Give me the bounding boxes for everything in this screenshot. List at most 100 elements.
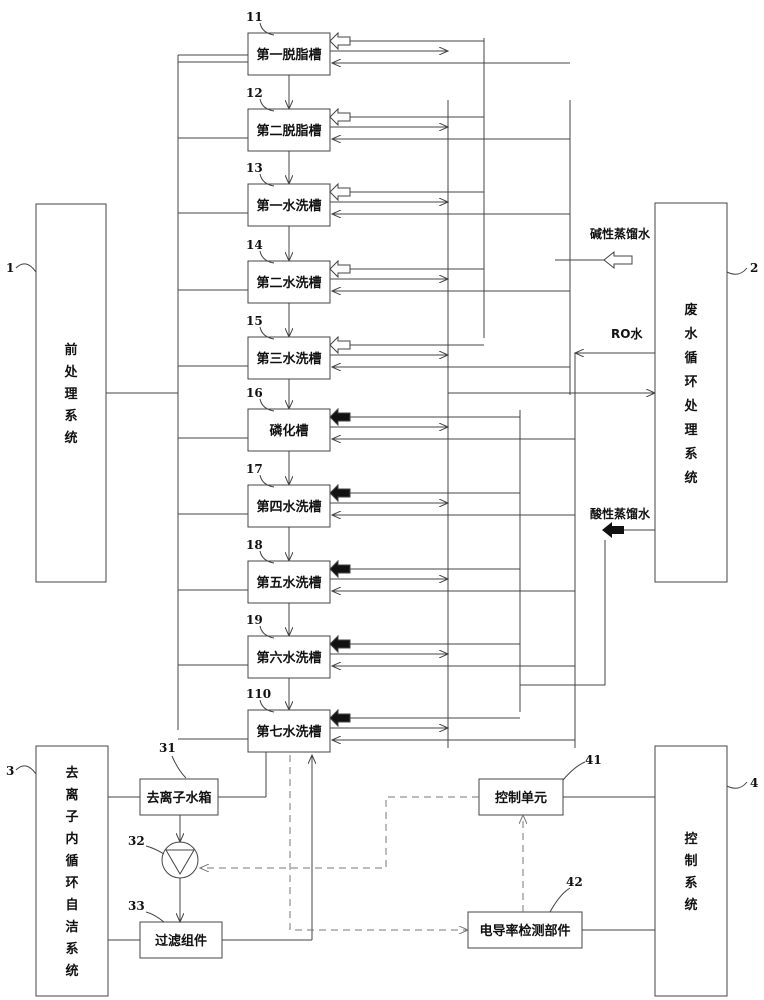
tank-ref-leader [259, 250, 275, 264]
hollow-feed-arrow-icon [329, 31, 351, 51]
deion-loop-lines [108, 755, 312, 941]
solid-feed-arrow-icon [329, 559, 351, 579]
control-system-label: 控制系统 [684, 831, 697, 913]
tank-ref-leader [259, 699, 275, 713]
conductivity-detector-box [467, 911, 583, 949]
filter-label: 过滤组件 [155, 933, 207, 949]
ref-32: 32 [128, 834, 145, 848]
tank-ref-leader [259, 326, 275, 340]
tank-box [247, 484, 331, 528]
deion-water-tank-label: 去离子水箱 [146, 790, 211, 806]
ref-1: 1 [6, 261, 14, 275]
tank-ref: 19 [246, 613, 263, 627]
solid-feed-arrow-icon [329, 634, 351, 654]
tank-16: 磷化槽 16 [178, 386, 575, 485]
tank-box [247, 260, 331, 304]
ref-42: 42 [566, 875, 583, 889]
ref-33-leader [145, 911, 165, 923]
pump-triangle-icon [165, 849, 195, 875]
tank-ref-leader [259, 398, 275, 412]
tank-label: 磷化槽 [269, 423, 308, 439]
tank-11: 第一脱脂槽 11 [178, 10, 570, 109]
tank-ref: 16 [246, 386, 263, 400]
tank-box [247, 336, 331, 380]
svg-text:去离子内循环自洁系统: 去离子内循环自洁系统 [65, 765, 78, 979]
solid-feed-arrow-icon [329, 407, 351, 427]
tank-label: 第三水洗槽 [256, 351, 321, 367]
wastewater-system-box [654, 202, 728, 583]
svg-text:前处理系统: 前处理系统 [63, 342, 78, 446]
connection-lines [106, 38, 655, 748]
tank-label: 第一水洗槽 [256, 198, 321, 214]
ref-1-leader [15, 263, 37, 273]
pretreatment-system-box [35, 203, 107, 583]
ref-3-leader [15, 765, 37, 775]
tank-ref-leader [259, 22, 275, 36]
control-unit-label: 控制单元 [495, 790, 547, 806]
alkaline-arrow [603, 250, 633, 270]
tank-ref: 13 [246, 161, 263, 175]
ro-water-label: RO水 [611, 326, 643, 341]
ref-32-leader [145, 845, 165, 855]
control-system-box [654, 745, 728, 997]
tank-ref: 11 [246, 10, 263, 24]
ref-33: 33 [128, 899, 145, 913]
ref-41-leader [562, 761, 586, 781]
tank-110: 第七水洗槽 110 [178, 687, 575, 753]
control-lines [200, 755, 655, 930]
ref-3: 3 [6, 764, 14, 778]
tank-box [247, 560, 331, 604]
pretreatment-system-label: 前处理系统 [63, 342, 78, 446]
tank-ref-leader [259, 173, 275, 187]
alkaline-water-label: 碱性蒸馏水 [590, 226, 651, 241]
tank-ref: 18 [246, 538, 263, 552]
tank-box [247, 108, 331, 152]
conductivity-detector-label: 电导率检测部件 [479, 923, 570, 939]
tank-ref: 17 [246, 462, 263, 476]
ref-41: 41 [585, 753, 602, 767]
tank-label: 第四水洗槽 [256, 499, 321, 515]
tank-label: 第二脱脂槽 [256, 123, 321, 139]
tank-label: 第一脱脂槽 [256, 47, 321, 63]
tank-19: 第六水洗槽 19 [178, 613, 575, 710]
ref-2: 2 [750, 261, 758, 275]
tank-13: 第一水洗槽 13 [178, 161, 570, 261]
tank-label: 第七水洗槽 [256, 724, 321, 740]
tank-ref: 110 [246, 687, 271, 701]
hollow-feed-arrow-icon [329, 182, 351, 202]
tank-label: 第六水洗槽 [256, 650, 321, 666]
ref-31-leader [171, 755, 187, 779]
tank-label: 第五水洗槽 [256, 575, 321, 591]
tank-ref-leader [259, 625, 275, 639]
tank-ref-leader [259, 474, 275, 488]
tank-ref: 15 [246, 314, 263, 328]
hollow-feed-arrow-icon [329, 335, 351, 355]
ref-4-leader [726, 781, 748, 789]
tank-box [247, 183, 331, 227]
acidic-water-label: 酸性蒸馏水 [590, 506, 651, 521]
tank-ref: 12 [246, 86, 263, 100]
hollow-feed-arrow-icon [329, 259, 351, 279]
tank-ref-leader [259, 98, 275, 112]
tank-ref-leader [259, 550, 275, 564]
ref-42-leader [549, 887, 571, 913]
solid-feed-arrow-icon [329, 708, 351, 728]
ref-31: 31 [159, 741, 176, 755]
wastewater-system-label: 废水循环处理系统 [683, 302, 698, 486]
tank-ref: 14 [246, 238, 263, 252]
svg-text:废水循环处理系统: 废水循环处理系统 [683, 302, 698, 486]
svg-text:控制系统: 控制系统 [684, 831, 697, 913]
deion-system-label: 去离子内循环自洁系统 [65, 765, 78, 979]
hollow-feed-arrow-icon [329, 107, 351, 127]
acidic-arrow [602, 522, 624, 538]
tank-box [247, 408, 331, 452]
tank-17: 第四水洗槽 17 [178, 462, 575, 561]
tank-15: 第三水洗槽 15 [178, 314, 570, 409]
tank-box [247, 709, 331, 753]
filter-box [139, 921, 223, 959]
ref-4: 4 [750, 776, 758, 790]
tank-18: 第五水洗槽 18 [178, 538, 575, 636]
